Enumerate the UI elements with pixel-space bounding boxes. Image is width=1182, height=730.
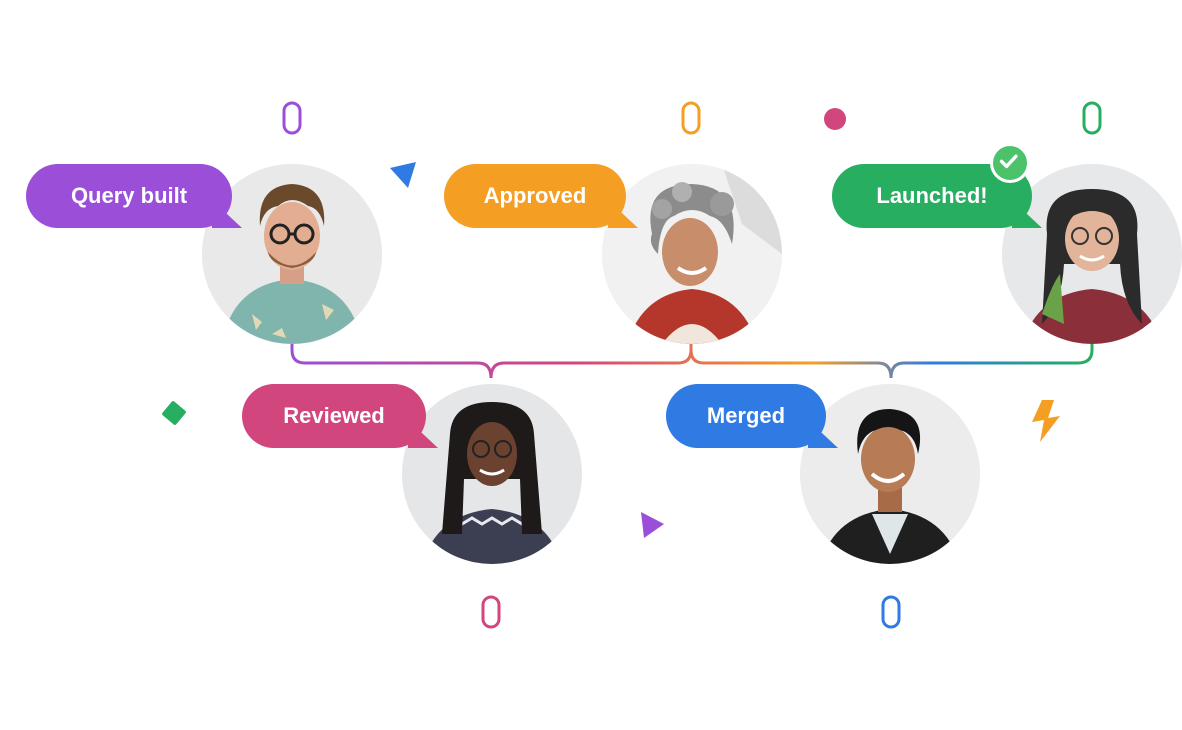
step-2-label: Approved bbox=[483, 183, 587, 208]
step-5-label: Merged bbox=[706, 403, 786, 428]
step-1-bubble: Query built bbox=[26, 164, 242, 228]
green-diamond-icon bbox=[162, 401, 186, 425]
person-5-avatar bbox=[800, 384, 980, 564]
pink-dot-icon bbox=[824, 108, 846, 130]
step-4-label: Reviewed bbox=[283, 403, 385, 428]
step-4-bubble: Reviewed bbox=[242, 384, 438, 448]
person-3-avatar bbox=[1002, 164, 1182, 344]
step-5-bubble: Merged bbox=[666, 384, 838, 448]
step-3-label: Launched! bbox=[876, 183, 988, 208]
orange-lightning-icon bbox=[1032, 400, 1060, 442]
person-1-avatar bbox=[202, 164, 382, 344]
blue-triangle-icon bbox=[390, 162, 416, 188]
checkmark-icon bbox=[990, 143, 1030, 183]
step-2-bubble: Approved bbox=[444, 164, 638, 228]
person-2-avatar bbox=[602, 164, 782, 344]
step-1-label: Query built bbox=[70, 183, 188, 208]
person-4-avatar bbox=[402, 384, 582, 564]
purple-triangle-icon bbox=[641, 512, 664, 538]
